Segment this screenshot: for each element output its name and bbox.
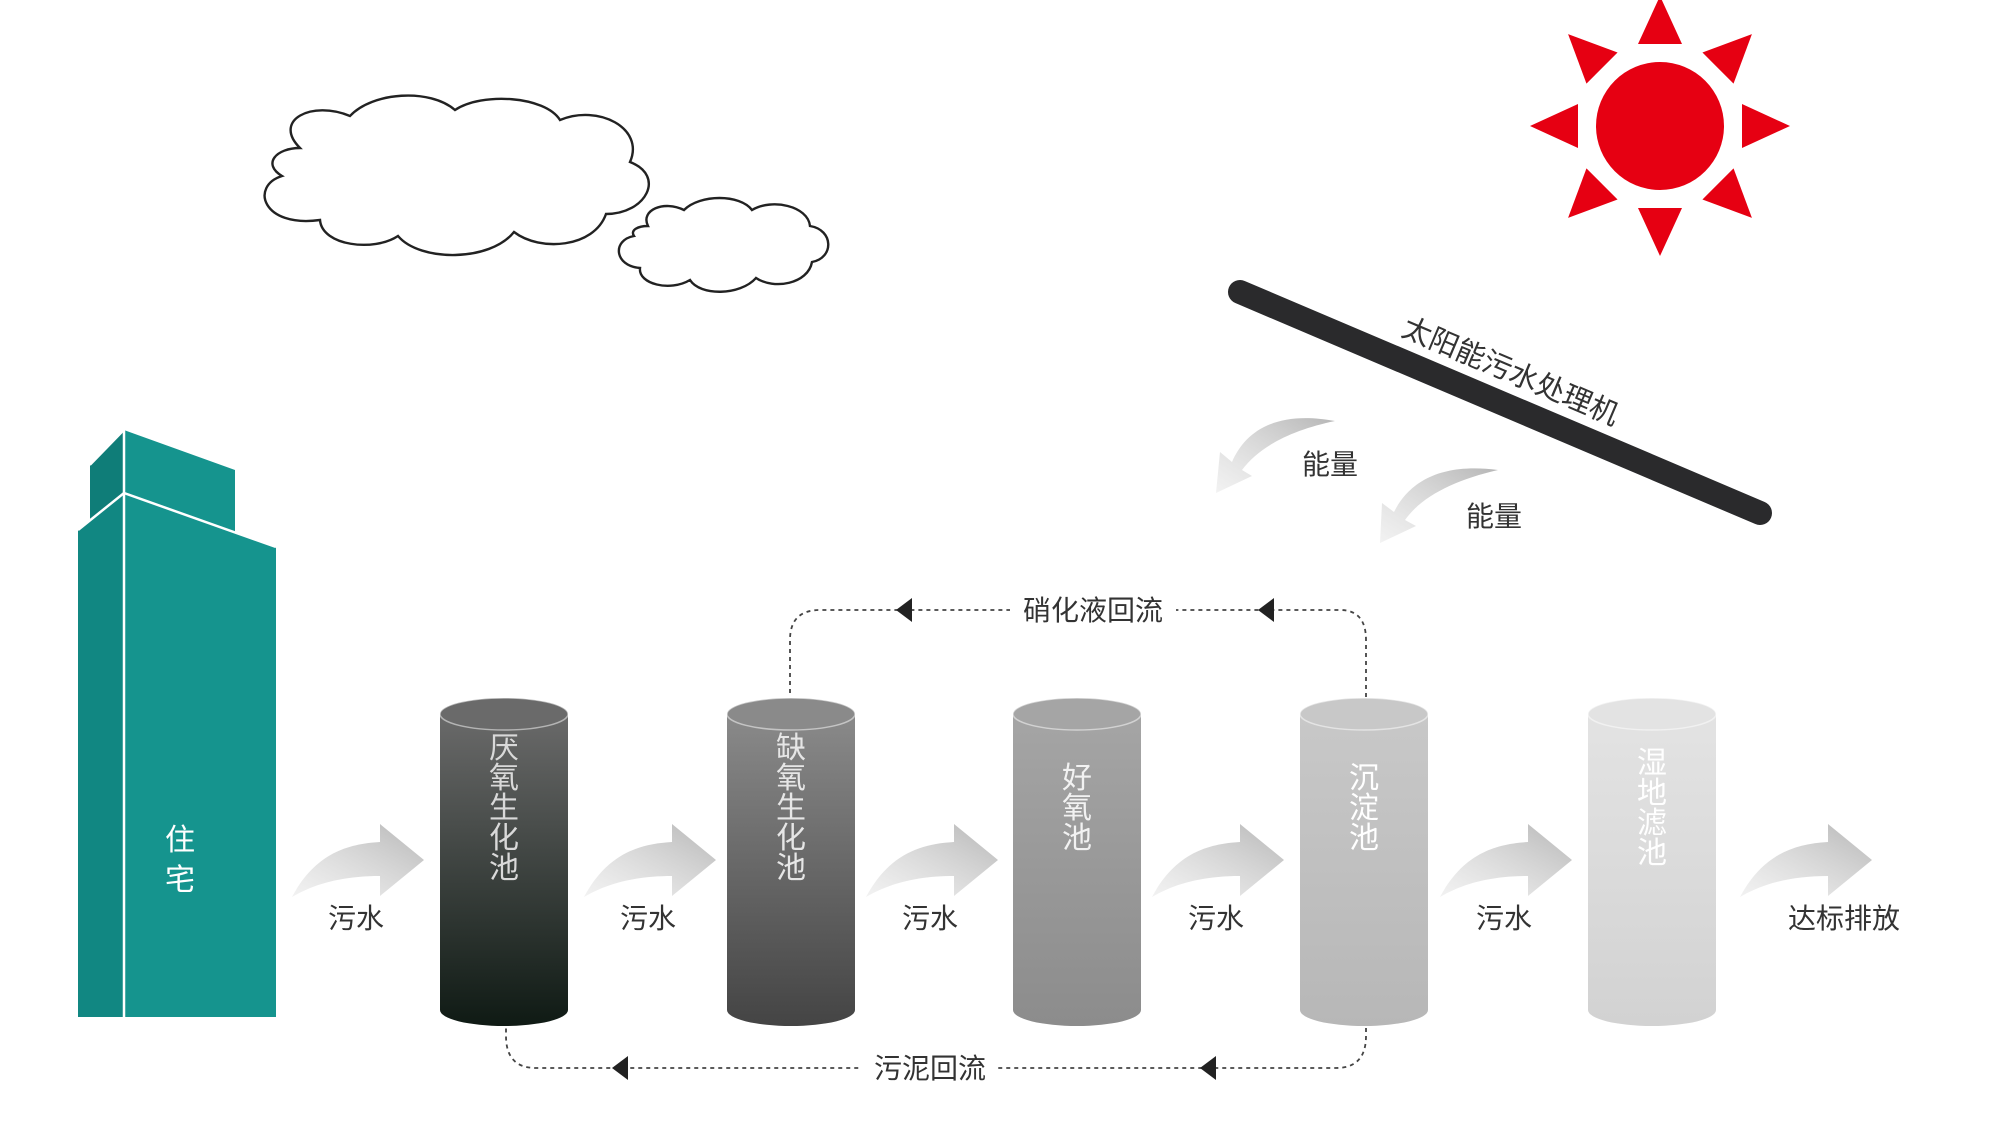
flow-label-4: 污水 <box>1188 902 1244 935</box>
residential-building <box>77 429 277 1017</box>
sludge-arrowhead-right <box>1200 1056 1216 1080</box>
tank-2-label-char: 化 <box>776 821 806 856</box>
tank-1-label-char: 化 <box>489 821 519 856</box>
tank-5-label-char: 滤 <box>1637 806 1667 841</box>
cloud-large-icon <box>263 94 650 257</box>
tank-3-label-char: 氧 <box>1062 791 1092 826</box>
flow-label-3: 污水 <box>902 902 958 935</box>
tank-2 <box>726 697 856 1026</box>
energy-label-1: 能量 <box>1302 448 1358 481</box>
tank-1-label-char: 生 <box>489 791 519 826</box>
flow-arrow-4 <box>1152 824 1284 897</box>
flow-label-6: 达标排放 <box>1788 902 1900 935</box>
flow-arrow-1 <box>292 824 424 897</box>
energy-arrow-1 <box>1216 418 1335 493</box>
building-label-line1: 住 <box>165 823 195 858</box>
tank-5-label-char: 池 <box>1637 836 1667 871</box>
sun-ray <box>1638 0 1682 44</box>
sun-ray <box>1568 168 1618 218</box>
tank-1-label-char: 厌 <box>489 731 519 766</box>
tank-5-label-char: 地 <box>1637 776 1667 811</box>
tank-2-label-char: 缺 <box>776 731 806 766</box>
energy-label-2: 能量 <box>1466 500 1522 533</box>
tank-3-label-char: 好 <box>1062 761 1092 796</box>
tank-5 <box>1587 697 1717 1026</box>
tank-4-label-char: 池 <box>1349 821 1379 856</box>
flow-arrows: 污水 污水 污水 污水 污水 达标排放 <box>292 824 1900 935</box>
tank-4 <box>1299 697 1429 1026</box>
tank-1-label-char: 池 <box>489 851 519 886</box>
tank-4-label-char: 淀 <box>1349 791 1379 826</box>
tank-4-label-char: 沉 <box>1349 761 1379 796</box>
sun-ray <box>1702 34 1752 84</box>
sun-ray <box>1702 168 1752 218</box>
tank-2-label-char: 池 <box>776 851 806 886</box>
flow-label-1: 污水 <box>328 902 384 935</box>
sun-core <box>1596 62 1724 190</box>
tank-5-label-char: 湿 <box>1637 746 1667 781</box>
energy-arrow-2 <box>1380 468 1498 543</box>
flow-arrow-6 <box>1740 824 1872 897</box>
nitrate-return-label: 硝化液回流 <box>1023 594 1163 627</box>
sun-ray <box>1568 34 1618 84</box>
sun-ray <box>1742 104 1790 148</box>
sun-icon <box>1530 0 1790 256</box>
cloud-small-icon <box>617 196 830 293</box>
flow-label-5: 污水 <box>1476 902 1532 935</box>
building-label-line2: 宅 <box>165 863 195 898</box>
tank-3-label-char: 池 <box>1062 821 1092 856</box>
tank-2-label-char: 生 <box>776 791 806 826</box>
tank-2-label-char: 氧 <box>776 761 806 796</box>
sludge-return-label: 污泥回流 <box>874 1052 986 1085</box>
solar-machine-bar <box>1228 280 1772 525</box>
flow-arrow-2 <box>584 824 716 897</box>
sun-ray <box>1530 104 1578 148</box>
tank-3 <box>1012 697 1142 1026</box>
sludge-arrowhead-left <box>612 1056 628 1080</box>
tank-1 <box>439 697 569 1026</box>
flow-arrow-5 <box>1440 824 1572 897</box>
sun-ray <box>1638 208 1682 256</box>
nitrate-arrowhead-right <box>1258 598 1274 622</box>
nitrate-arrowhead-left <box>896 598 912 622</box>
flow-label-2: 污水 <box>620 902 676 935</box>
flow-arrow-3 <box>866 824 998 897</box>
tank-1-label-char: 氧 <box>489 761 519 796</box>
